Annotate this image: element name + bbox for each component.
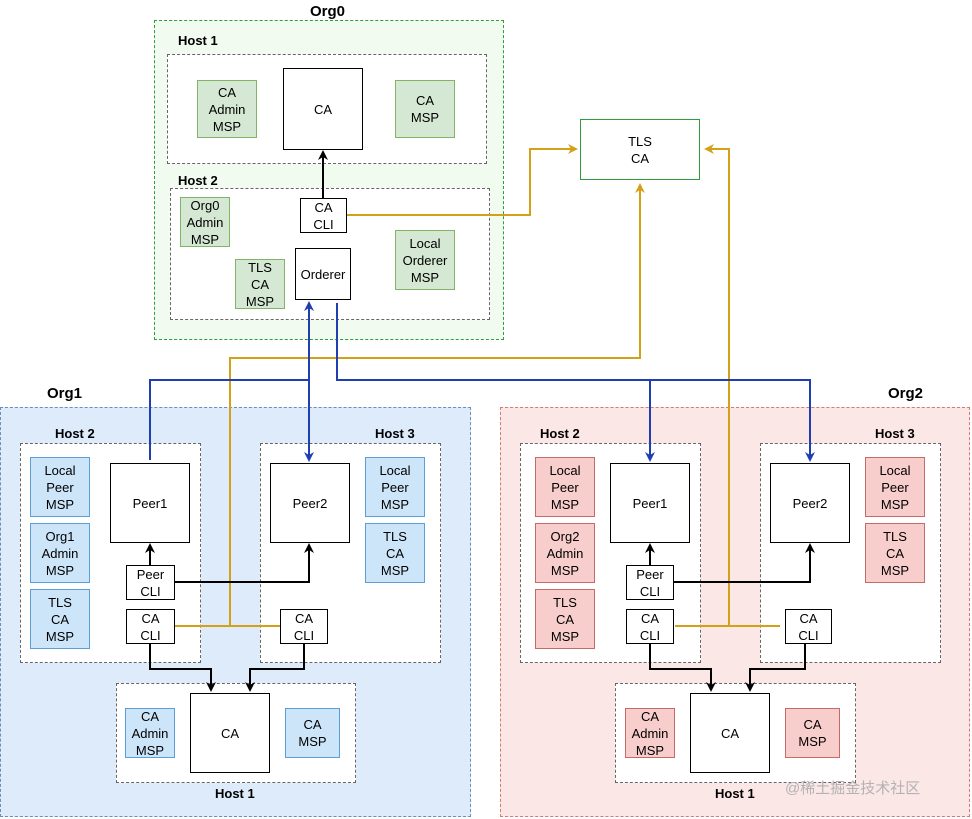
org2-admin-msp: Org2 Admin MSP (535, 523, 595, 583)
orderer-node: Orderer (295, 248, 351, 300)
org1-ca-msp: CA MSP (285, 708, 340, 758)
org2-ca-cli-to-ca-b (745, 644, 806, 692)
org1-ca-cli-to-ca-a (149, 644, 216, 692)
tls-link-org2 (675, 149, 780, 627)
org1-peer-cli: Peer CLI (126, 565, 175, 600)
org1-peer-cli-to-peer2 (175, 543, 314, 583)
org0-tls-ca-msp: TLS CA MSP (235, 259, 285, 309)
org1-local-peer-msp: Local Peer MSP (30, 457, 90, 517)
org2-host1-label: Host 1 (715, 786, 755, 801)
org1-admin-msp: Org1 Admin MSP (30, 523, 90, 583)
org0-ca-msp: CA MSP (395, 80, 455, 138)
org0-ca-admin-msp: CA Admin MSP (197, 80, 257, 138)
org1-host1-label: Host 1 (215, 786, 255, 801)
org2-ca-node: CA (690, 693, 770, 773)
org2-local-peer-msp: Local Peer MSP (535, 457, 595, 517)
org1-peer1: Peer1 (110, 463, 190, 543)
org1-title: Org1 (47, 385, 83, 402)
org1-host3-label: Host 3 (375, 426, 415, 441)
org2-ca-admin-msp: CA Admin MSP (625, 708, 675, 758)
org1-tls-ca-msp: TLS CA MSP (30, 589, 90, 649)
org1-ca-admin-msp: CA Admin MSP (125, 708, 175, 758)
org1-ca-node: CA (190, 693, 270, 773)
org0-ca-cli: CA CLI (300, 198, 347, 233)
org0-host2-label: Host 2 (178, 173, 218, 188)
watermark: @稀土掘金技术社区 (785, 780, 921, 797)
org2-host3-local-peer-msp: Local Peer MSP (865, 457, 925, 517)
tls-ca-node: TLS CA (580, 119, 700, 180)
org0-local-orderer-msp: Local Orderer MSP (395, 230, 455, 290)
org1-host2-ca-cli: CA CLI (126, 609, 175, 644)
org0-ca-node: CA (283, 68, 363, 150)
org1-ca-cli-to-ca-b (245, 644, 305, 692)
org2-peer-cli: Peer CLI (626, 565, 674, 600)
org2-peer-cli-to-peer2 (674, 543, 815, 583)
orderer-link-org1-peers (149, 379, 314, 462)
org2-host2-label: Host 2 (540, 426, 580, 441)
org2-ca-cli-to-ca-a (649, 644, 716, 692)
org2-host3-label: Host 3 (875, 426, 915, 441)
org1-peer2: Peer2 (270, 463, 350, 543)
org1-host3-ca-cli: CA CLI (280, 609, 328, 644)
org2-peer2: Peer2 (770, 463, 850, 543)
org2-ca-msp: CA MSP (785, 708, 840, 758)
org2-host2-ca-cli: CA CLI (626, 609, 674, 644)
tls-link-org1 (175, 185, 640, 627)
org2-title: Org2 (888, 385, 924, 402)
org0-title: Org0 (310, 3, 346, 20)
org2-host3-ca-cli: CA CLI (785, 609, 832, 644)
tls-link-org0-ca-cli (347, 144, 578, 216)
org2-host3-tls-ca-msp: TLS CA MSP (865, 523, 925, 583)
orderer-link-org2-peers (336, 303, 815, 462)
org0-host1-label: Host 1 (178, 33, 218, 48)
org1-host3-local-peer-msp: Local Peer MSP (365, 457, 425, 517)
org2-peer1: Peer1 (610, 463, 690, 543)
org1-host2-label: Host 2 (55, 426, 95, 441)
org0-admin-msp: Org0 Admin MSP (180, 197, 230, 247)
org1-host3-tls-ca-msp: TLS CA MSP (365, 523, 425, 583)
org2-tls-ca-msp: TLS CA MSP (535, 589, 595, 649)
